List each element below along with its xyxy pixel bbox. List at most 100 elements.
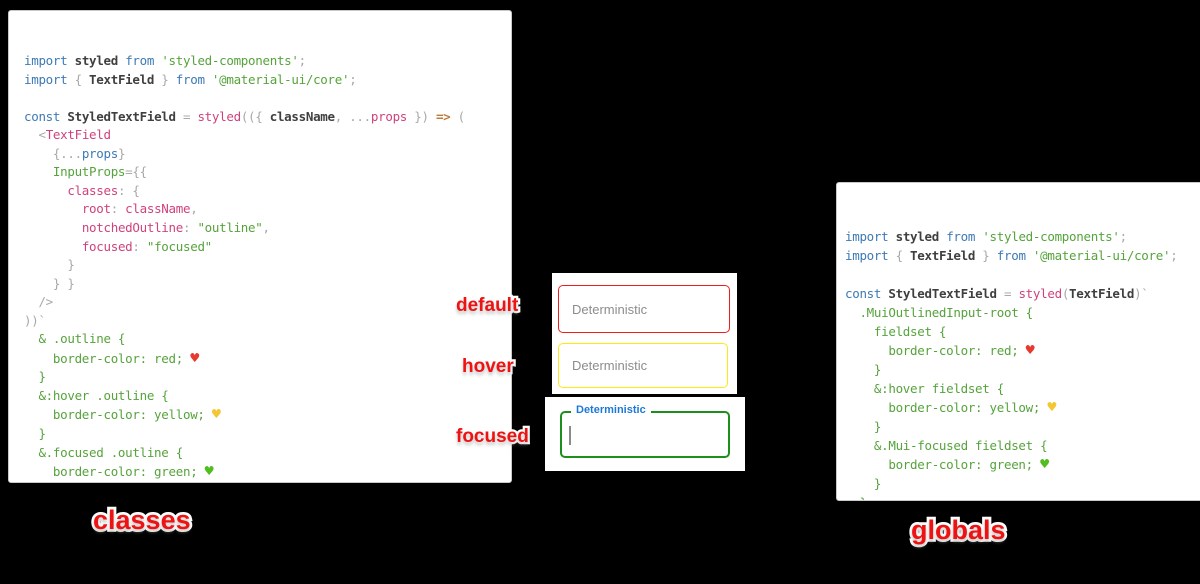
textfield-hover[interactable] [558, 343, 728, 388]
label-focused-state: focused [454, 424, 531, 450]
code-line: import styled from 'styled-components'; [24, 52, 511, 71]
code-token: props [81, 145, 118, 161]
code-token [24, 201, 82, 216]
code-token: styled [1018, 286, 1062, 301]
code-token: => [435, 108, 451, 124]
code-token: '@material-ui/core' [1032, 248, 1171, 263]
code-token: '@material-ui/core' [211, 71, 350, 87]
textfield-default[interactable] [558, 285, 730, 333]
code-line: } [845, 417, 1200, 436]
code-line: focused: "focused" [24, 238, 511, 257]
code-line [24, 89, 511, 108]
code-lines: import styled from 'styled-components';i… [24, 52, 511, 483]
heart-icon: ♥ [1047, 398, 1057, 416]
textfield-hover-input[interactable] [559, 344, 727, 387]
code-token: } [845, 476, 882, 491]
heart-icon: ♥ [211, 405, 221, 424]
code-token: } [975, 248, 997, 263]
code-token [1026, 248, 1033, 263]
code-token: ))` [24, 312, 46, 328]
code-token: border-color: green; [845, 457, 1041, 472]
code-token: &:hover fieldset { [845, 381, 1004, 396]
code-token: {... [52, 145, 82, 161]
code-token: StyledTextField [67, 108, 176, 124]
code-token [205, 72, 212, 87]
code-line: import styled from 'styled-components'; [845, 227, 1200, 246]
code-line: border-color: yellow; ♥ [845, 398, 1200, 417]
code-line: import { TextField } from '@material-ui/… [24, 71, 511, 90]
code-line: &.focused .outline { [24, 444, 511, 463]
code-token: &.Mui-focused fieldset { [845, 438, 1048, 453]
code-token: styled [197, 108, 241, 124]
code-token: import [845, 248, 889, 263]
code-token: = [996, 286, 1019, 301]
code-token: "outline" [197, 220, 263, 236]
code-line: border-color: red; ♥ [845, 341, 1200, 360]
code-token: ( [1061, 286, 1070, 301]
code-line: } [845, 360, 1200, 379]
code-token: { [888, 248, 911, 263]
code-token: } [24, 369, 46, 385]
code-token: : [110, 201, 126, 217]
code-token: : [182, 220, 198, 236]
code-line: } } [24, 275, 511, 294]
code-token: import [24, 53, 68, 69]
code-line: border-color: green; ♥ [845, 455, 1200, 474]
code-token: 'styled-components' [982, 229, 1120, 244]
code-line: notchedOutline: "outline", [24, 219, 511, 238]
code-token: }) [407, 108, 436, 124]
code-token: border-color: green; [24, 464, 205, 480]
code-token: { [67, 71, 90, 87]
code-token: border-color: red; [24, 350, 191, 366]
code-token: /> [24, 294, 53, 310]
code-token [888, 229, 895, 244]
code-token: (({ [240, 108, 270, 124]
code-token: props [370, 108, 408, 124]
code-token: fieldset { [845, 324, 947, 339]
code-token: border-color: yellow; [24, 407, 212, 423]
code-line: const StyledTextField = styled(({ classN… [24, 108, 511, 127]
code-token: } } [24, 275, 75, 291]
heart-icon: ♥ [1040, 455, 1049, 473]
code-token: , [190, 201, 198, 217]
code-token: } [845, 362, 882, 377]
code-line: .MuiOutlinedInput-root { [845, 303, 1200, 322]
code-token: from [175, 71, 205, 87]
code-line: classes: { [24, 182, 511, 201]
code-line: ))` [24, 312, 511, 331]
code-token: const [24, 108, 61, 124]
label-hover-state: hover [460, 354, 516, 380]
code-token: TextField [45, 127, 111, 143]
code-token [24, 127, 38, 142]
textfield-focused-input[interactable] [562, 413, 728, 456]
code-token: import [845, 229, 889, 244]
code-token: import [24, 71, 68, 87]
heart-icon: ♥ [190, 348, 199, 367]
code-line [845, 265, 1200, 284]
code-token: styled [895, 229, 940, 244]
code-token: 'styled-components' [161, 53, 299, 69]
code-token [24, 220, 82, 235]
code-token: focused [81, 238, 133, 254]
textfield-default-input[interactable] [559, 286, 729, 332]
code-line: &.Mui-focused fieldset { [845, 436, 1200, 455]
code-line: import { TextField } from '@material-ui/… [845, 246, 1200, 265]
code-token: , [262, 220, 270, 236]
textfield-focused[interactable] [560, 411, 730, 458]
code-token: ; [1119, 229, 1128, 244]
code-token: from [996, 248, 1026, 263]
code-line: } [845, 474, 1200, 493]
code-token: )` [1134, 286, 1149, 301]
code-token: TextField [89, 71, 155, 87]
code-line: /> [24, 293, 511, 312]
code-lines: import styled from 'styled-components';i… [845, 227, 1200, 500]
code-line: } [24, 482, 511, 483]
code-token: from [946, 229, 976, 244]
code-token: ; [349, 71, 357, 87]
code-token: const [845, 286, 882, 301]
code-token: } [24, 426, 46, 442]
code-token: InputProps [52, 164, 126, 180]
caption-classes: classes [90, 502, 193, 538]
code-token: } [845, 495, 867, 500]
